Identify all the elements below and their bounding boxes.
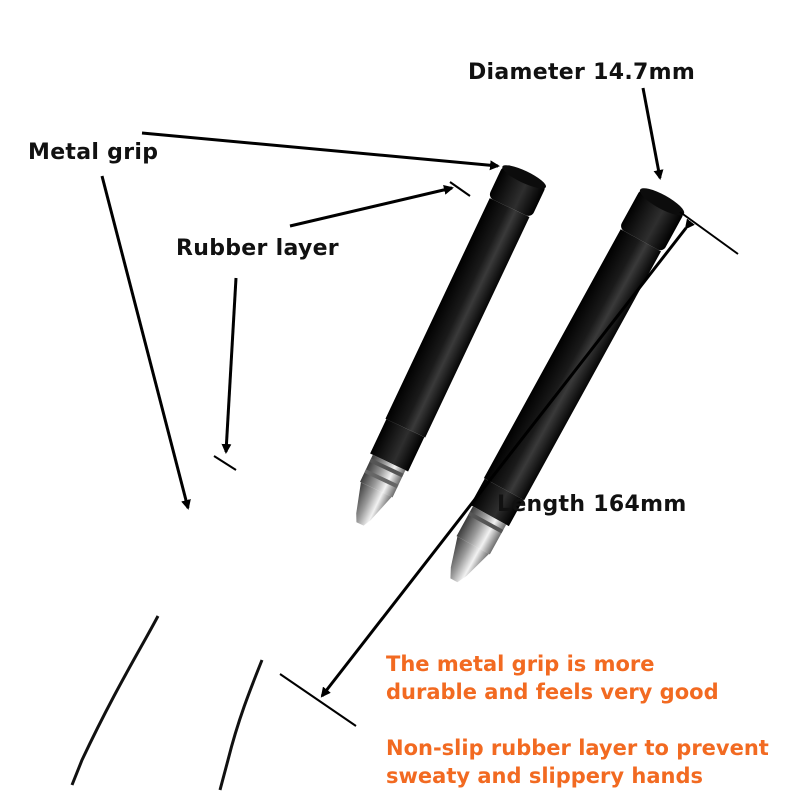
- rubber-layer-top-pointer: [289, 184, 454, 228]
- rubber-layer-note: Non-slip rubber layer to prevent sweaty …: [386, 734, 769, 790]
- metal-grip-note-line-2: durable and feels very good: [386, 680, 719, 704]
- rubber-layer-top-tick: [449, 181, 471, 197]
- left-handle-cap-face: [502, 165, 546, 189]
- left-handle-rubber-layer: [385, 198, 530, 438]
- length-dimension-line: [320, 218, 695, 698]
- rubber-layer-note-line-1: Non-slip rubber layer to prevent: [386, 736, 769, 760]
- rubber-layer-bottom-tick: [213, 455, 237, 471]
- metal-grip-note-line-1: The metal grip is more: [386, 652, 655, 676]
- rubber-layer-note-line-2: sweaty and slippery hands: [386, 764, 703, 788]
- left-rope-cable: [70, 615, 160, 786]
- diameter-label: Diameter 14.7mm: [468, 60, 696, 85]
- length-top-tick: [679, 211, 739, 255]
- right-rope-cable: [218, 659, 264, 791]
- diameter-pointer: [641, 87, 664, 180]
- metal-grip-label: Metal grip: [28, 140, 159, 165]
- length-label: Length 164mm: [497, 492, 687, 517]
- metal-grip-note: The metal grip is more durable and feels…: [386, 650, 719, 706]
- right-handle-cap-face: [639, 188, 685, 216]
- right-handle-rubber-layer: [483, 229, 661, 501]
- metal-grip-bottom-pointer: [100, 175, 191, 510]
- metal-grip-top-pointer: [141, 131, 500, 171]
- rubber-layer-label: Rubber layer: [176, 236, 339, 261]
- rubber-layer-bottom-pointer: [221, 277, 238, 454]
- length-bottom-tick: [279, 673, 357, 727]
